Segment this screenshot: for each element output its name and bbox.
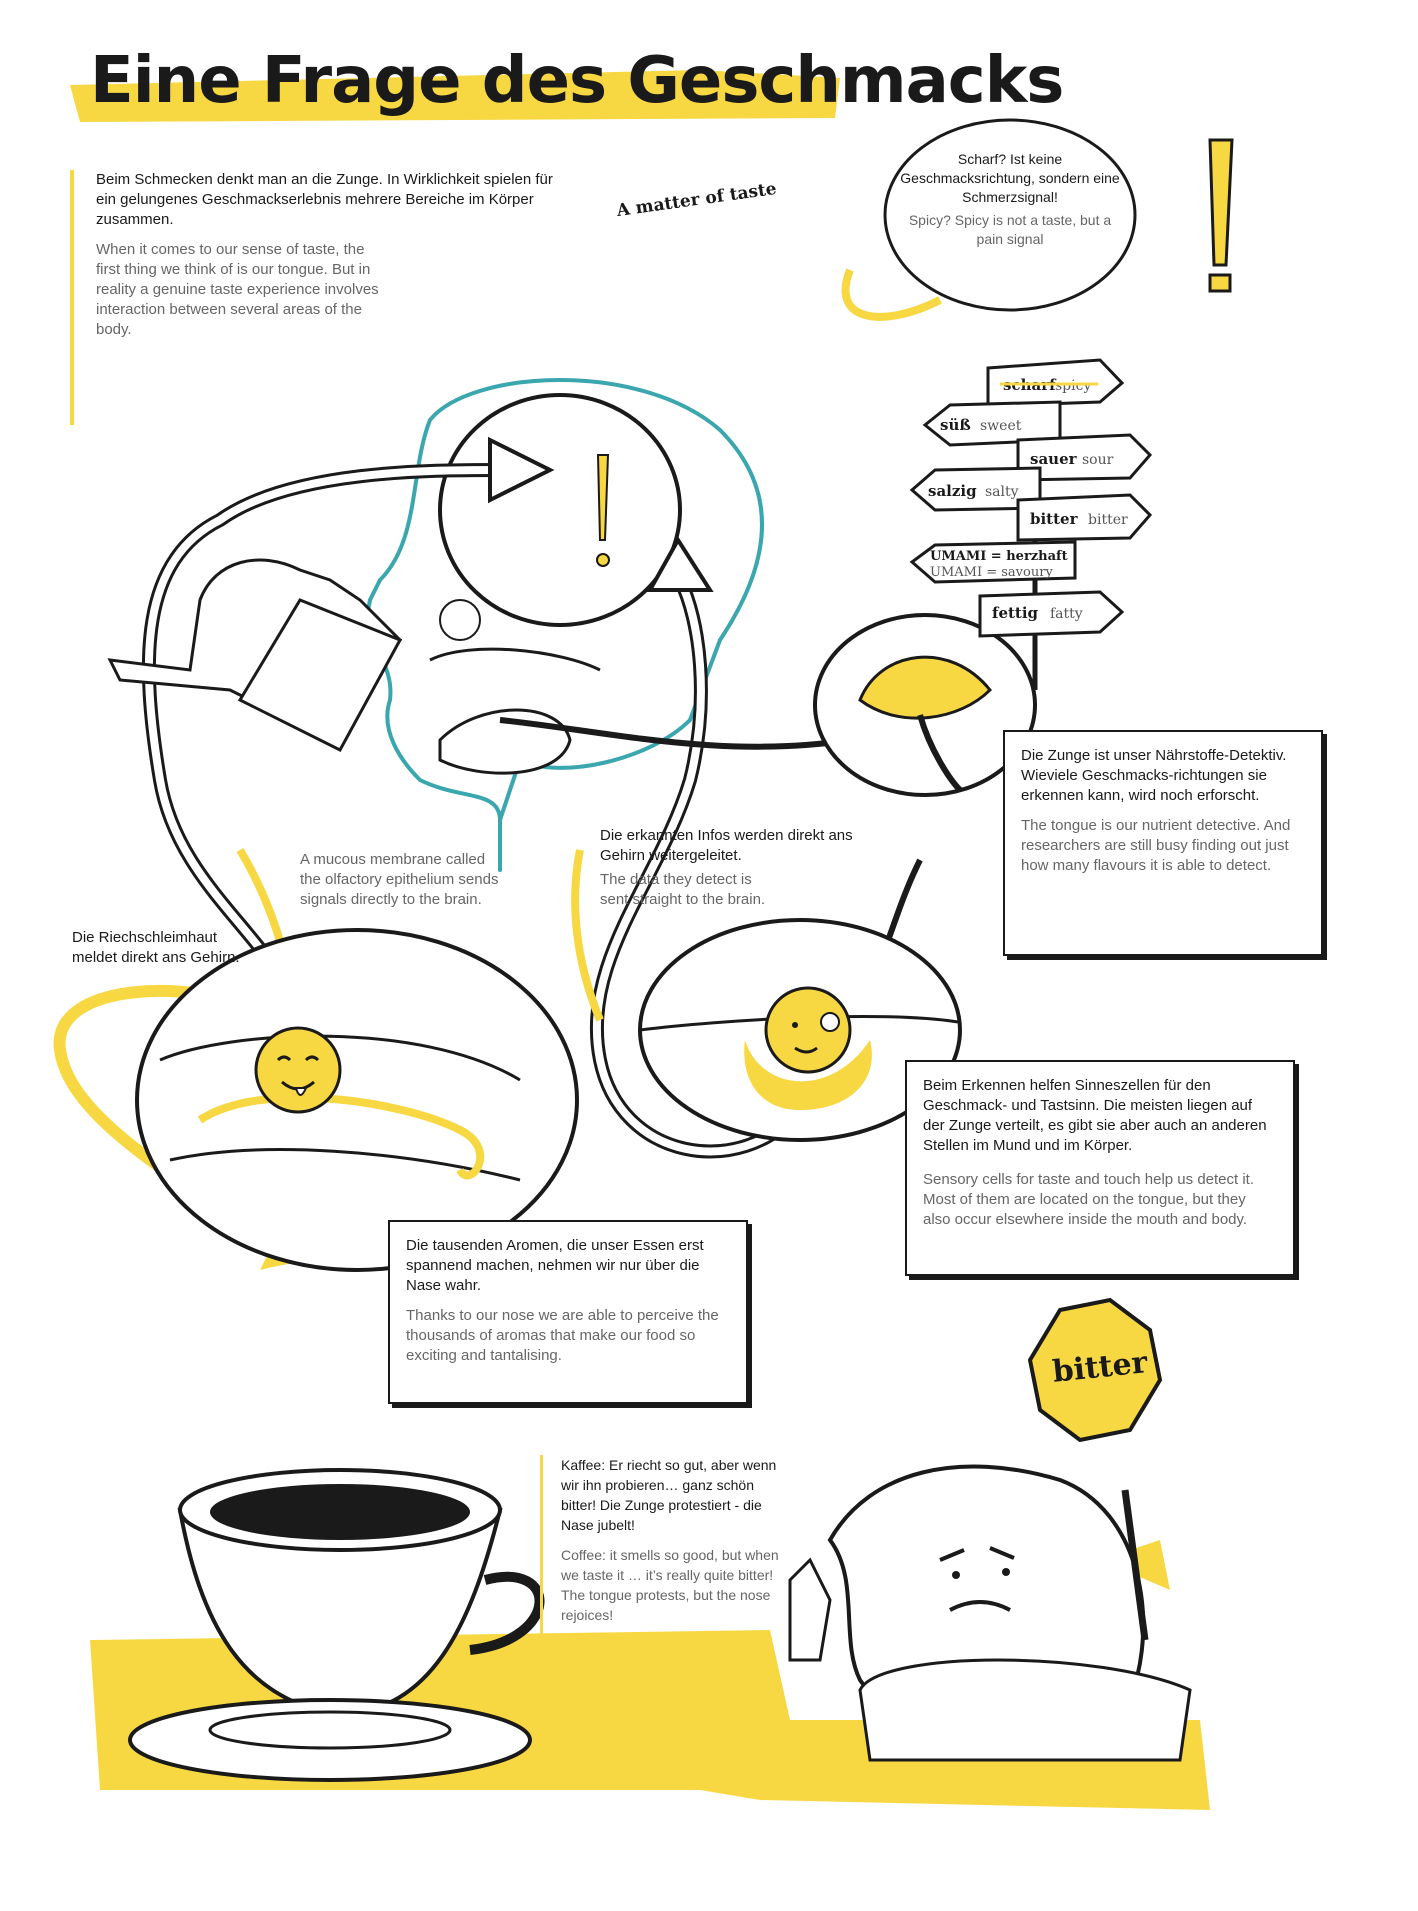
data-note: Die erkannten Infos werden direkt ans Ge… (600, 826, 870, 910)
coffee-note: Kaffee: Er riecht so gut, aber wenn wir … (540, 1455, 781, 1715)
olfactory-de-text: Die Riechschleimhaut meldet direkt ans G… (72, 929, 240, 966)
mushroom-icon (858, 655, 993, 720)
data-note-de: Die erkannten Infos werden direkt ans Ge… (600, 827, 853, 864)
big-exclamation-dot (1208, 273, 1232, 293)
coffee-en: Coffee: it smells so good, but when we t… (561, 1547, 779, 1623)
tongue-link-line (499, 717, 851, 750)
olfactory-bulb-icon (439, 599, 481, 641)
tongue-en: The tongue is our nutrient detective. An… (1021, 817, 1291, 874)
cup-in-hand (237, 598, 403, 752)
speech-en: Spicy? Spicy is not a taste, but a pain … (908, 212, 1112, 247)
intro-de: Beim Schmecken denkt man an die Zunge. I… (96, 171, 553, 228)
signpost-arrows (909, 358, 1153, 638)
brain-circle (438, 393, 682, 627)
tongue-info-box: Die Zunge ist unser Nährstoffe-Detektiv.… (1003, 730, 1323, 956)
magnifier-icon (820, 1012, 840, 1032)
tongue-de: Die Zunge ist unser Nährstoffe-Detektiv.… (1021, 747, 1287, 804)
intro-en: When it comes to our sense of taste, the… (96, 241, 379, 338)
olfactory-en-text: A mucous membrane called the olfactory e… (300, 851, 499, 908)
page-title: Eine Frage des Geschmacks (90, 44, 1064, 118)
aroma-info-box: Die tausenden Aromen, die unser Essen er… (388, 1220, 748, 1404)
sensory-de: Beim Erkennen helfen Sinneszellen für de… (923, 1077, 1267, 1154)
speech-de: Scharf? Ist keine Geschmacksrichtung, so… (900, 151, 1120, 205)
big-exclamation-icon (1208, 138, 1234, 267)
olfactory-note-en: A mucous membrane called the olfactory e… (300, 850, 500, 910)
sensory-en: Sensory cells for taste and touch help u… (923, 1171, 1255, 1228)
coffee-de: Kaffee: Er riecht so gut, aber wenn wir … (561, 1457, 777, 1533)
grumpy-tongue-character (788, 1464, 1192, 1762)
intro-block: Beim Schmecken denkt man an die Zunge. I… (70, 170, 576, 425)
arrow-head-left (488, 436, 555, 504)
olfactory-cell-face (254, 1026, 342, 1114)
aroma-flow (197, 1093, 485, 1180)
exclamation-icon (596, 454, 610, 541)
arrow-accent-right (571, 849, 604, 1022)
taste-cell-face (764, 986, 852, 1074)
exclamation-dot (596, 553, 610, 567)
nasal-cavity-line (159, 1034, 521, 1082)
title-highlight (70, 70, 840, 122)
olfactory-note-de: Die Riechschleimhaut meldet direkt ans G… (72, 928, 252, 978)
mouth-roof (429, 647, 601, 672)
aroma-en: Thanks to our nose we are able to percei… (406, 1307, 719, 1364)
aroma-de: Die tausenden Aromen, die unser Essen er… (406, 1237, 704, 1294)
head-profile (366, 378, 764, 872)
arrow-head-right (646, 536, 714, 592)
bitter-stop-sign (1027, 1297, 1163, 1443)
coffee-cup-icon (128, 1468, 545, 1782)
data-note-en: The data they detect is sent straight to… (600, 871, 766, 908)
sensory-info-box: Beim Erkennen helfen Sinneszellen für de… (905, 1060, 1295, 1276)
speech-tail (841, 268, 942, 321)
speech-text: Scharf? Ist keine Geschmacksrichtung, so… (900, 150, 1120, 249)
speech-bubble (883, 118, 1137, 312)
